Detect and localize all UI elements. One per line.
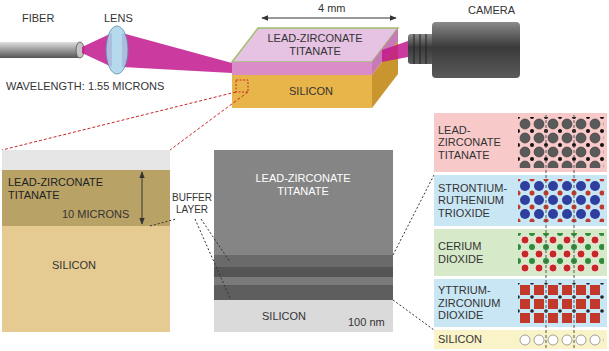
layer-name: LEAD-ZIRCONATE TITANATE bbox=[438, 124, 512, 162]
dimension-label: 10 MICRONS bbox=[62, 208, 129, 221]
layer-name: STRONTIUM-RUTHENIUM TRIOXIDE bbox=[438, 182, 512, 220]
micrograph-region: SILICON bbox=[224, 302, 344, 330]
stack-layer-box: LEAD-ZIRCONATE TITANATE bbox=[434, 113, 516, 172]
layer-name: SILICON bbox=[224, 310, 344, 323]
layer-name: LEAD-ZIRCONATE TITANATE bbox=[243, 172, 363, 197]
stack-layer-box: STRONTIUM-RUTHENIUM TRIOXIDE bbox=[434, 175, 516, 226]
layer-top-face: LEAD-ZIRCONATE TITANATE bbox=[258, 30, 372, 60]
stack-layer-box: YTTRIUM-ZIRCONIUM DIOXIDE bbox=[434, 279, 516, 327]
part-label: FIBER bbox=[22, 12, 54, 25]
note-label: WAVELENGTH: 1.55 MICRONS bbox=[6, 80, 164, 93]
layer-band: SILICON bbox=[52, 255, 152, 275]
layer-name: SILICON bbox=[250, 85, 372, 98]
stack-layer-box: SILICON bbox=[434, 330, 516, 349]
layer-band: LEAD-ZIRCONATE TITANATE bbox=[8, 172, 128, 206]
layer-name: SILICON bbox=[438, 333, 512, 346]
callout-label: BUFFER LAYER bbox=[171, 192, 213, 215]
layer-name: YTTRIUM-ZIRCONIUM DIOXIDE bbox=[438, 284, 512, 322]
part-label: LENS bbox=[104, 12, 133, 25]
scale-label: 100 nm bbox=[348, 316, 385, 329]
part-label: CAMERA bbox=[468, 4, 515, 17]
layer-band: SILICON bbox=[250, 77, 372, 106]
layer-name: SILICON bbox=[52, 259, 152, 272]
dimension-label: 4 mm bbox=[318, 2, 346, 15]
layer-name: LEAD-ZIRCONATE TITANATE bbox=[258, 32, 372, 57]
micrograph-region: LEAD-ZIRCONATE TITANATE bbox=[243, 168, 363, 202]
layer-name: LEAD-ZIRCONATE TITANATE bbox=[8, 176, 128, 201]
stack-layer-box: CERIUM DIOXIDE bbox=[434, 229, 516, 276]
layer-name: CERIUM DIOXIDE bbox=[438, 240, 512, 265]
